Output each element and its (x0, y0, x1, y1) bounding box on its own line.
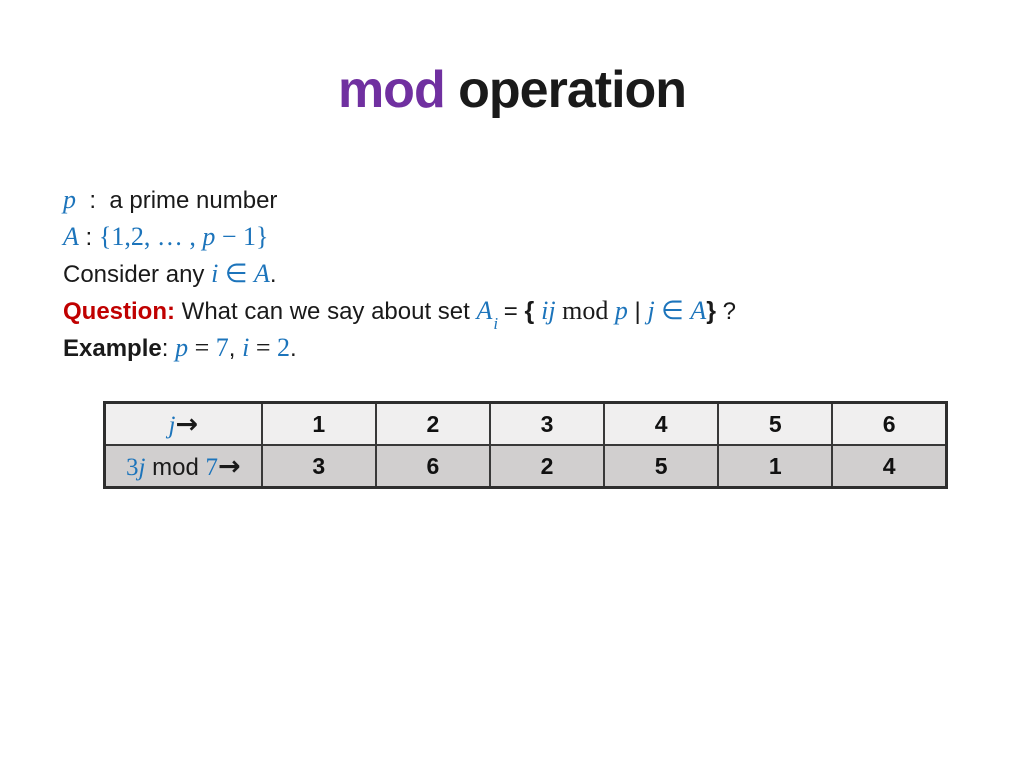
line-set-A: A : {1,2, … , p − 1} (63, 218, 736, 255)
element-of-symbol: ∈ (654, 296, 691, 325)
close-brace: } (706, 297, 716, 325)
right-arrow-icon: → (218, 450, 241, 482)
title-word-operation: operation (458, 61, 687, 119)
line-consider: Consider any i ∈ A. (63, 255, 736, 292)
element-of-symbol: ∈ (218, 259, 254, 288)
example-label: Example (63, 335, 162, 362)
math-var-p: p (175, 333, 189, 362)
row-label-j: j→ (103, 401, 263, 446)
equals-sign: = (188, 333, 216, 362)
table-cell: 1 (717, 444, 834, 489)
mod-keyword: mod (145, 453, 206, 481)
table-cell: 3 (260, 444, 377, 489)
modulus-7: 7 (205, 453, 219, 481)
colon: : (161, 335, 176, 362)
math-var-p: p (63, 185, 76, 214)
math-var-j: j (138, 453, 146, 481)
table-cell: 5 (717, 401, 834, 446)
mod-keyword: mod (555, 296, 615, 325)
table-cell: 5 (603, 444, 720, 489)
math-var-A: A (63, 222, 79, 251)
math-var-i: i (211, 259, 219, 288)
table-cell: 2 (488, 444, 606, 489)
body-text: p : a prime number A : {1,2, … , p − 1} … (63, 181, 736, 366)
math-var-j: j (168, 411, 176, 439)
value-seven: 7 (215, 333, 229, 362)
row-label-3j-mod-7: 3j mod 7→ (103, 444, 263, 489)
question-text: What can we say about set (181, 298, 477, 325)
equals-sign: = (249, 333, 277, 362)
math-var-A: A (253, 259, 270, 288)
open-brace: { (524, 297, 542, 325)
comma: , (228, 335, 243, 362)
title-word-mod: mod (337, 61, 446, 119)
period: . (269, 261, 277, 288)
equals-sign: = (497, 298, 525, 325)
math-var-A: A (476, 296, 493, 325)
set-open: {1,2, … , (98, 222, 203, 251)
question-mark: ? (715, 298, 736, 325)
colon: : (78, 224, 99, 251)
page-title: mod operation (0, 60, 1024, 120)
mod-table: j→ 1 2 3 4 5 6 3j mod 7→ 3 6 2 5 1 4 (103, 401, 948, 489)
table-row-j: j→ 1 2 3 4 5 6 (103, 401, 948, 446)
math-var-i: i (242, 333, 250, 362)
period: . (289, 335, 297, 362)
line-example: Example: p = 7, i = 2. (63, 329, 736, 366)
math-var-p: p (202, 222, 216, 251)
table-cell: 4 (603, 401, 720, 446)
coefficient-3: 3 (126, 453, 139, 481)
line1-text: : a prime number (76, 187, 278, 214)
subscript-i: i (493, 314, 499, 334)
table-cell: 6 (831, 401, 948, 446)
table-cell: 6 (374, 444, 491, 489)
table-cell: 2 (374, 401, 491, 446)
table-cell: 3 (488, 401, 606, 446)
math-var-A: A (690, 296, 707, 325)
math-var-ij: ij (541, 296, 556, 325)
line-question: Question: What can we say about set Ai =… (63, 292, 736, 332)
table-cell: 4 (831, 444, 948, 489)
set-close: − 1} (215, 222, 269, 251)
math-var-A-sub-i: Ai (476, 296, 499, 332)
table-cell: 1 (260, 401, 377, 446)
line-prime-number: p : a prime number (63, 181, 736, 218)
value-two: 2 (276, 333, 290, 362)
math-var-p: p (614, 296, 628, 325)
table-row-3j-mod-7: 3j mod 7→ 3 6 2 5 1 4 (103, 444, 948, 489)
math-var-j: j (647, 296, 655, 325)
consider-text: Consider any (63, 261, 212, 288)
pipe-symbol: | (627, 298, 648, 325)
right-arrow-icon: → (175, 408, 199, 440)
question-label: Question: (63, 298, 182, 325)
